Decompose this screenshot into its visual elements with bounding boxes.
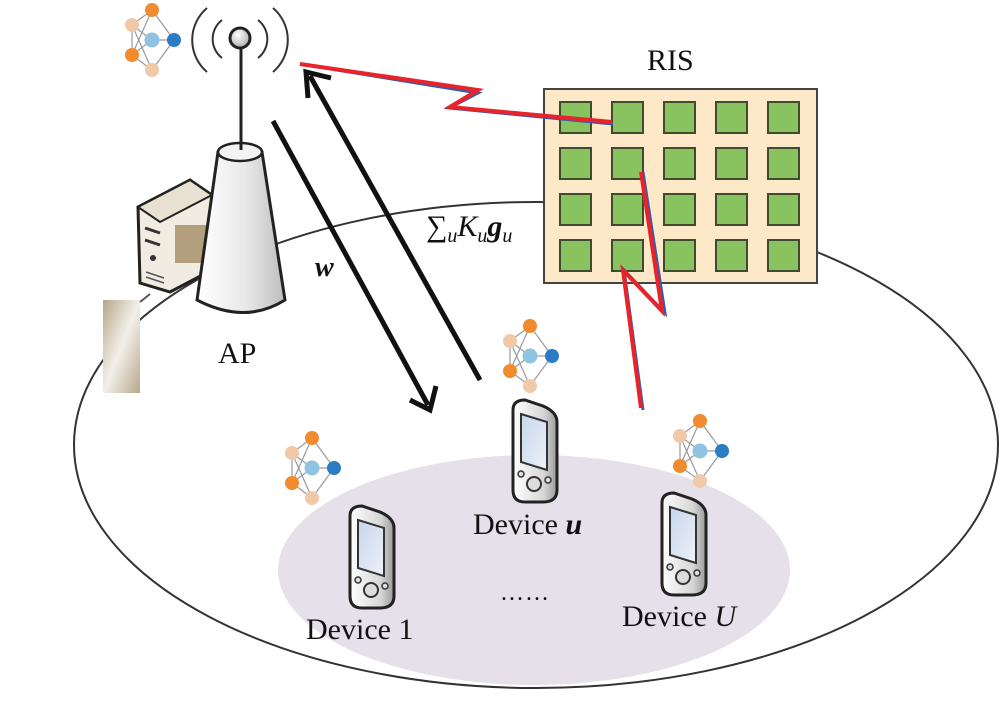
ris-element [715, 239, 748, 272]
ris-element [611, 101, 644, 134]
neural-network-icon-device-1 [284, 430, 342, 506]
ris-element [767, 101, 800, 134]
ris-element [767, 239, 800, 272]
uplink-arrow [303, 68, 483, 382]
ris-element [715, 147, 748, 180]
ris-element [559, 193, 592, 226]
server-icon [103, 178, 214, 393]
device-label-prefix: Device [473, 508, 558, 541]
ris-element [559, 239, 592, 272]
coverage-area [73, 201, 999, 689]
device-label-prefix: Device [622, 600, 707, 633]
ris-element [663, 239, 696, 272]
device-u-phone-icon [511, 398, 559, 504]
device-U-label: Device U [622, 600, 736, 634]
ris-element [767, 193, 800, 226]
ap-ris-link [299, 62, 614, 126]
more-devices-ellipsis: …… [500, 580, 550, 606]
neural-network-icon-device-u [502, 318, 560, 394]
beamformer-label: w [315, 252, 334, 283]
ris-element [611, 193, 644, 226]
ris-element [559, 147, 592, 180]
ris-element [663, 101, 696, 134]
neural-network-icon-ap [124, 2, 182, 78]
ris-element [715, 193, 748, 226]
device-label-index: u [565, 508, 583, 541]
device-u-label: Device u [473, 508, 582, 542]
downlink-arrow [270, 119, 439, 414]
ris-device-link [620, 171, 668, 411]
ris-element [715, 101, 748, 134]
device-U-phone-icon [660, 491, 708, 597]
g-symbol: g [487, 210, 503, 243]
ap-tower-icon [191, 7, 289, 314]
k-symbol: K [457, 210, 478, 243]
ris-element [663, 147, 696, 180]
device-label-prefix: Device [306, 613, 391, 646]
sum-symbol: ∑ [426, 210, 448, 243]
device-label-index: 1 [398, 613, 414, 646]
device-label-index: U [714, 600, 737, 633]
ris-element [767, 147, 800, 180]
ris-panel [543, 88, 818, 284]
sum-index: u [447, 225, 458, 247]
g-index: u [502, 225, 513, 247]
ris-element [611, 147, 644, 180]
ris-label: RIS [647, 44, 694, 77]
device-1-label: Device 1 [306, 613, 413, 647]
ris-element [611, 239, 644, 272]
ap-label: AP [218, 337, 257, 370]
ris-element [663, 193, 696, 226]
device-1-phone-icon [348, 504, 396, 610]
ris-aggregation-expression: ∑uKugu [426, 210, 512, 248]
k-index: u [477, 225, 488, 247]
